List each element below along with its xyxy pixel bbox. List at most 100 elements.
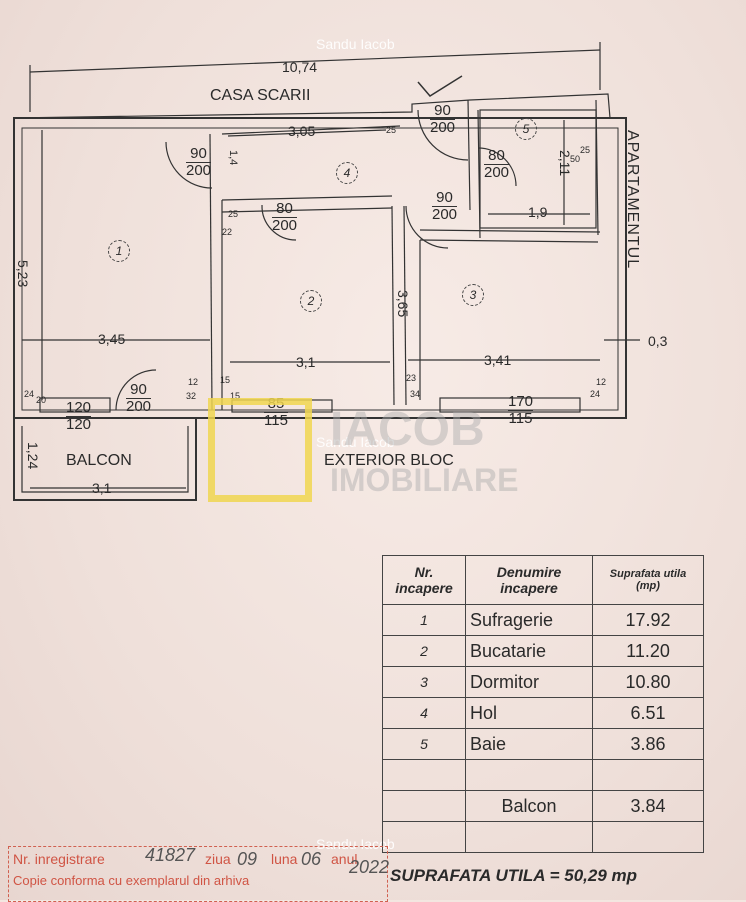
balcon-width-dim: 3,1: [92, 480, 112, 496]
room-number-5: 5: [515, 118, 537, 140]
stamp-anul: 2022: [349, 857, 390, 877]
small-dim: 24: [590, 389, 601, 399]
stamp-luna: 06: [301, 849, 322, 869]
cell-nr: 4: [382, 697, 466, 729]
cell-area: 6.51: [592, 697, 704, 729]
cell-name: [465, 821, 593, 853]
cell-name: Hol: [465, 697, 593, 729]
hol-small-dim: 1,4: [227, 150, 239, 166]
small-dim: 25: [386, 125, 397, 135]
table-row: 2 Bucatarie 11.20: [382, 635, 704, 667]
room3-height-dim: 3,65: [395, 290, 411, 318]
cell-nr: 3: [382, 666, 466, 698]
balcon-label: BALCON: [66, 452, 132, 469]
watermark-text: Sandu Iacob: [316, 36, 395, 52]
watermark-logo-word: IMOBILIARE: [330, 462, 519, 498]
cell-nr: 5: [382, 728, 466, 760]
header-nr: Nr. incapere: [382, 555, 466, 605]
outer-wall: [13, 117, 627, 419]
cell-name: Balcon: [465, 790, 593, 822]
cell-area: [592, 759, 704, 791]
room-number-2: 2: [300, 290, 322, 312]
room1-width-dim: 3,45: [98, 331, 126, 347]
cell-area: 3.86: [592, 728, 704, 760]
balcon-depth-dim: 1,24: [25, 442, 41, 470]
cell-name: Dormitor: [465, 666, 593, 698]
cell-name: Bucatarie: [465, 635, 593, 667]
small-dim: 12: [596, 377, 607, 387]
table-row: 3 Dormitor 10.80: [382, 666, 704, 698]
inner-wall: [21, 127, 619, 411]
room-number-3: 3: [462, 284, 484, 306]
table-header-row: Nr. incapere Denumire incapere Suprafata…: [382, 555, 704, 605]
small-dim: 22: [222, 227, 233, 237]
table-row: Balcon 3.84: [382, 790, 704, 822]
exterior-bloc-label: EXTERIOR BLOC: [324, 452, 454, 469]
stamp-label: Nr. inregistrare: [13, 851, 105, 867]
header-area: Suprafata utila (mp): [592, 555, 704, 605]
watermark-text: Sandu Iacob: [316, 434, 395, 450]
cell-nr: [382, 821, 466, 853]
room-number-4: 4: [336, 162, 358, 184]
baie-width-dim: 1,9: [528, 204, 548, 220]
small-dim: 25: [580, 145, 591, 155]
total-area: SUPRAFATA UTILA = 50,29 mp: [390, 866, 638, 885]
stamp-ziua-label: ziua: [205, 851, 231, 867]
area-table: Nr. incapere Denumire incapere Suprafata…: [382, 555, 704, 853]
cell-name: Baie: [465, 728, 593, 760]
table-row: 4 Hol 6.51: [382, 697, 704, 729]
cell-nr: [382, 759, 466, 791]
stamp-number: 41827: [145, 845, 196, 865]
watermark-logo-word: IACOB: [330, 403, 485, 456]
registration-stamp: Nr. inregistrare 41827 ziua 09 luna 06 a…: [8, 845, 390, 902]
cell-area: [592, 821, 704, 853]
overall-width-label: 10,74: [282, 59, 318, 75]
room1-height-dim: 5,23: [15, 260, 31, 288]
small-dim: 15: [220, 375, 231, 385]
hol-width-dim: 3,05: [288, 123, 316, 139]
stamp-anul-label: anul: [331, 851, 358, 867]
overall-dimension-line: [29, 49, 601, 73]
stamp-ziua: 09: [237, 849, 258, 869]
small-dim: 24: [24, 389, 35, 399]
cell-name: [465, 759, 593, 791]
table-row: [382, 821, 704, 853]
stamp-luna-label: luna: [271, 851, 298, 867]
table-row: 5 Baie 3.86: [382, 728, 704, 760]
cell-area: 11.20: [592, 635, 704, 667]
small-dim: 25: [228, 209, 239, 219]
room2-width-dim: 3,1: [296, 354, 316, 370]
cell-area: 10.80: [592, 666, 704, 698]
cell-nr: 1: [382, 604, 466, 636]
room-number-1: 1: [108, 240, 130, 262]
small-dim: 15: [230, 391, 241, 401]
header-name: Denumire incapere: [465, 555, 593, 605]
cell-area: 17.92: [592, 604, 704, 636]
cell-nr: [382, 790, 466, 822]
casa-scarii-label: CASA SCARII: [210, 87, 311, 104]
small-dim: 34: [410, 389, 421, 399]
small-dim: 20: [36, 395, 47, 405]
stamp-copy-line: Copie conforma cu exemplarul din arhiva: [13, 873, 250, 888]
small-dim: 23: [406, 373, 417, 383]
cell-area: 3.84: [592, 790, 704, 822]
table-row: [382, 759, 704, 791]
watermark-logo-icon: [208, 398, 312, 502]
cell-name: Sufragerie: [465, 604, 593, 636]
small-dim: 50: [570, 154, 581, 164]
small-dim: 32: [186, 391, 197, 401]
table-row: 1 Sufragerie 17.92: [382, 604, 704, 636]
wall-thickness-dim: 0,3: [648, 333, 668, 349]
small-dim: 12: [188, 377, 199, 387]
cell-nr: 2: [382, 635, 466, 667]
watermark-text: Sandu Iacob: [316, 836, 395, 852]
